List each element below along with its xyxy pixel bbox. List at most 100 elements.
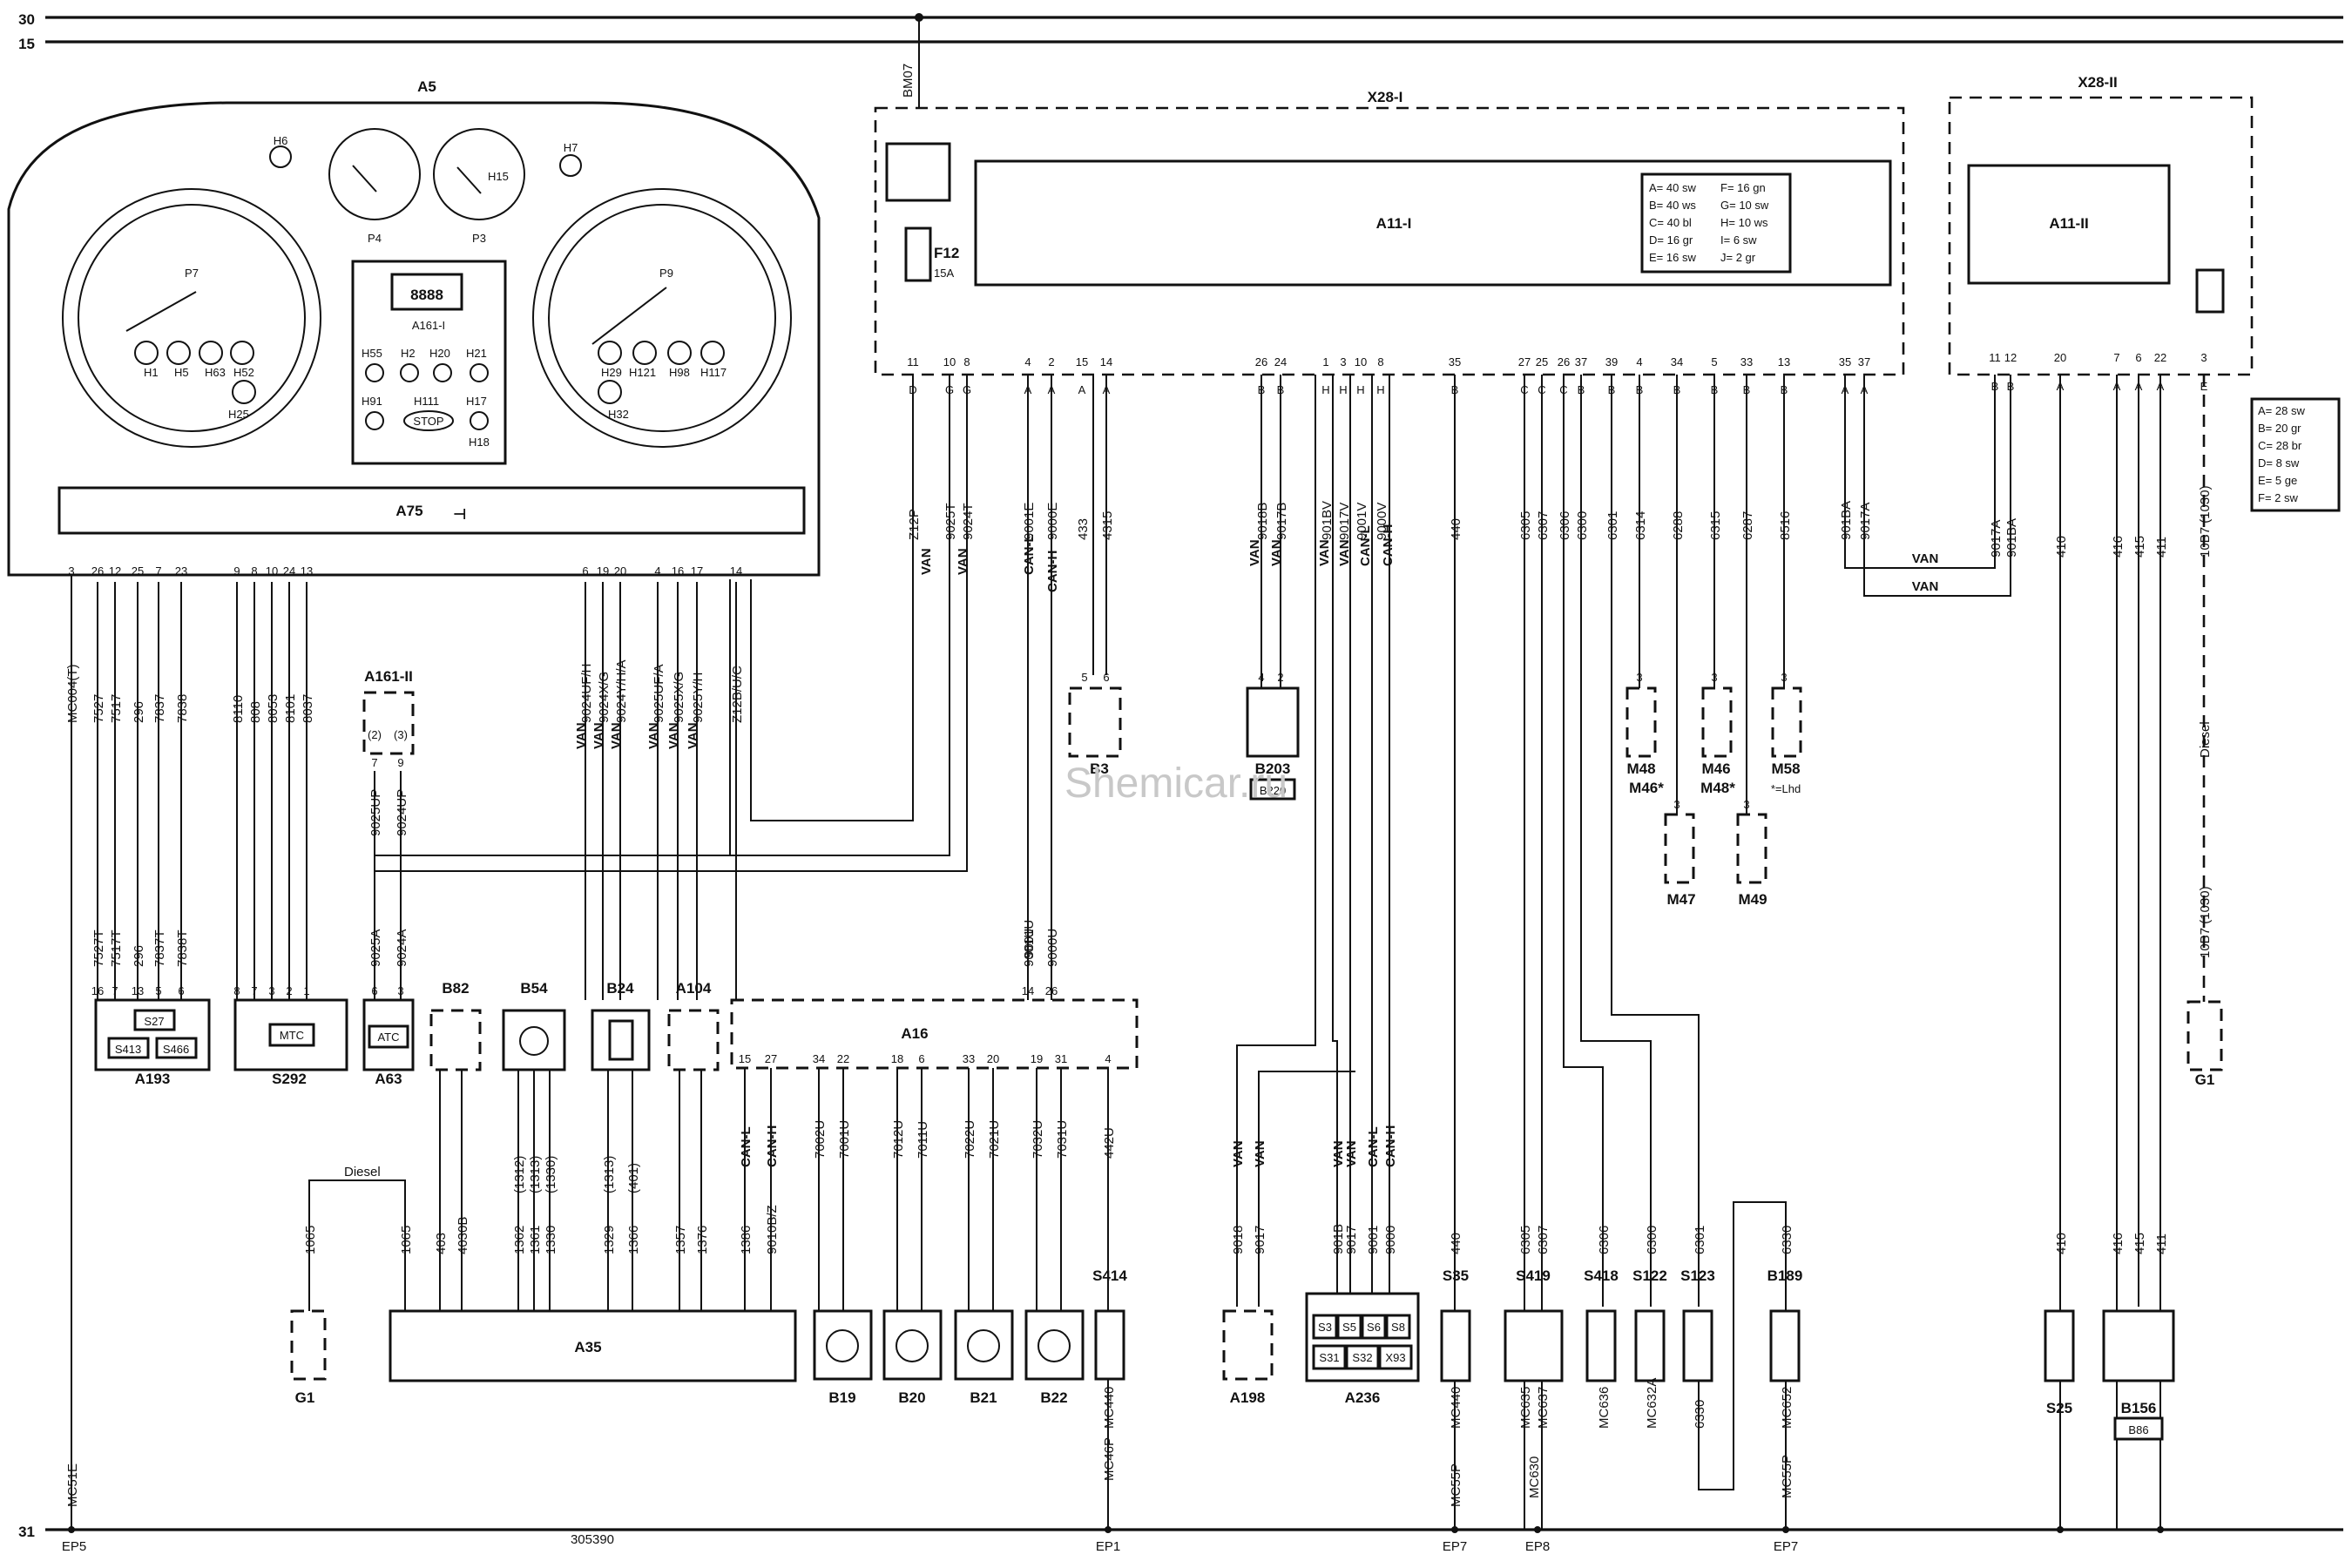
bus-label: VAN <box>1269 539 1284 566</box>
x28i-pin: 37 <box>1858 355 1870 368</box>
a236-cell <box>1378 1344 1413 1370</box>
a75-pin: 6 <box>582 564 588 578</box>
a63-wire-code: 9024A <box>395 929 409 967</box>
a161i-label: A161-I <box>412 319 445 332</box>
bus-label: VAN <box>666 722 681 749</box>
legend-2-entry: D= 8 sw <box>2258 456 2300 470</box>
x28i-wire-code: 9001E <box>1022 503 1037 540</box>
legend-1-entry: B= 40 ws <box>1649 199 1696 212</box>
x28ii-wire-code: 411 <box>2154 537 2169 558</box>
a75-pin: 10 <box>266 564 278 578</box>
b24-label: B24 <box>606 980 634 997</box>
legend-2-entry: F= 2 sw <box>2258 491 2298 504</box>
a16-wire-code: 7022U <box>963 1120 977 1159</box>
a193-pin: 13 <box>132 984 144 997</box>
rail-31: 31 <box>18 1524 2343 1540</box>
atc-label: ATC <box>377 1031 399 1044</box>
a75-pin: 9 <box>233 564 240 578</box>
a161ii-wire-code: 9024UP <box>395 789 409 836</box>
x28i-wire-code: 8516 <box>1778 511 1793 540</box>
x28ii-pin: 6 <box>2135 351 2141 364</box>
x28ii-pins: 11B9017A12B901BA20A4107A4166A41522A4113E… <box>1989 351 2213 558</box>
x28i-wire-code: 6315 <box>1708 511 1723 540</box>
f12-label: F12 <box>934 245 959 261</box>
b22-sensor: B22 <box>1024 1309 1085 1406</box>
a75-wire-code: 8053 <box>266 694 280 723</box>
x28i-pin: 39 <box>1605 355 1618 368</box>
a16-pin: 22 <box>837 1052 849 1065</box>
h117-label: H117 <box>700 366 727 379</box>
a35-wire-code: 1386 <box>739 1226 754 1254</box>
s122-switch: S122 <box>1632 1267 1667 1382</box>
legend-2-entry: E= 5 ge <box>2258 474 2297 487</box>
a193-wire-code: 7517T <box>109 929 124 967</box>
b203-pin: 2 <box>1277 671 1283 684</box>
h18-label: H18 <box>469 436 490 449</box>
a75-pin: 24 <box>283 564 295 578</box>
b203-pin: 4 <box>1258 671 1264 684</box>
x28ii-pin: 3 <box>2200 351 2207 364</box>
m48-label: M48 <box>1626 760 1655 777</box>
rail-30-label: 30 <box>18 11 35 28</box>
h111-label: H111 <box>414 395 439 408</box>
m49-label: M49 <box>1738 891 1767 908</box>
a16-pin: 34 <box>813 1052 825 1065</box>
s414-switch: S414 <box>1092 1267 1127 1381</box>
a75-pin: 13 <box>301 564 313 578</box>
lower-wire-code: 9018 <box>1231 1226 1246 1254</box>
x28i-pin: 27 <box>1518 355 1531 368</box>
a193-pin: 16 <box>91 984 104 997</box>
a75-pin: 26 <box>91 564 104 578</box>
b3-pin: 6 <box>1103 671 1109 684</box>
x28i-pin: 15 <box>1076 355 1088 368</box>
a236-cell-label: S31 <box>1319 1351 1339 1364</box>
s25-label: S25 <box>2046 1400 2072 1416</box>
display-digits: 8888 <box>410 287 443 303</box>
g1-left: G1 <box>290 1309 327 1406</box>
a193-module: S27 S413 S466 A193 <box>94 998 211 1087</box>
m46s-label: M46* <box>1629 780 1664 796</box>
m47-motor: M47 <box>1664 813 1696 908</box>
x28i-conn-letter: H <box>1376 383 1384 396</box>
b21-sensor: B21 <box>954 1309 1014 1406</box>
a75-wire-code: 8101 <box>283 694 298 723</box>
a35-code: (401) <box>626 1163 641 1193</box>
a16-label: A16 <box>901 1025 928 1042</box>
x28ii-wire-code: 410 <box>2054 536 2069 558</box>
a236-cell <box>1312 1344 1347 1370</box>
a75-wire-code: 8110 <box>231 695 246 723</box>
a16-pin: 20 <box>987 1052 999 1065</box>
a161ii-wire-code: 9025UP <box>368 789 383 836</box>
x28i-pin: 10 <box>1355 355 1367 368</box>
m47-label: M47 <box>1666 891 1695 908</box>
b203-sensor: B203 B220 <box>1246 686 1300 801</box>
a236-cell <box>1336 1314 1362 1340</box>
a16-pin: 6 <box>918 1052 924 1065</box>
s122-label: S122 <box>1632 1267 1667 1284</box>
a16-module: A16 <box>730 998 1139 1070</box>
lower-wire-code: MC637 <box>1536 1387 1551 1429</box>
x28i-pin: 33 <box>1740 355 1753 368</box>
a193-pin: 7 <box>112 984 118 997</box>
b24-module: B24 <box>591 980 651 1071</box>
h32-label: H32 <box>608 408 629 421</box>
ground-ep7-a: EP7 <box>1443 1539 1467 1554</box>
x28i-pin: 3 <box>1340 355 1346 368</box>
x28i-wire-code: 6307 <box>1536 511 1551 540</box>
lower-wire-code: 410 <box>2054 1233 2069 1254</box>
s27-label: S27 <box>144 1015 164 1028</box>
a161ii-pin: (2) <box>368 728 382 741</box>
m58-label: M58 <box>1771 760 1800 777</box>
legend-box-2 <box>2250 397 2341 512</box>
x28ii-pin: 20 <box>2054 351 2066 364</box>
lower-wire-code: MC635 <box>1518 1387 1533 1429</box>
a35-wire-code: 1366 <box>626 1226 641 1254</box>
a236-cell-label: S6 <box>1367 1321 1381 1334</box>
a104-module: A104 <box>667 980 720 1071</box>
